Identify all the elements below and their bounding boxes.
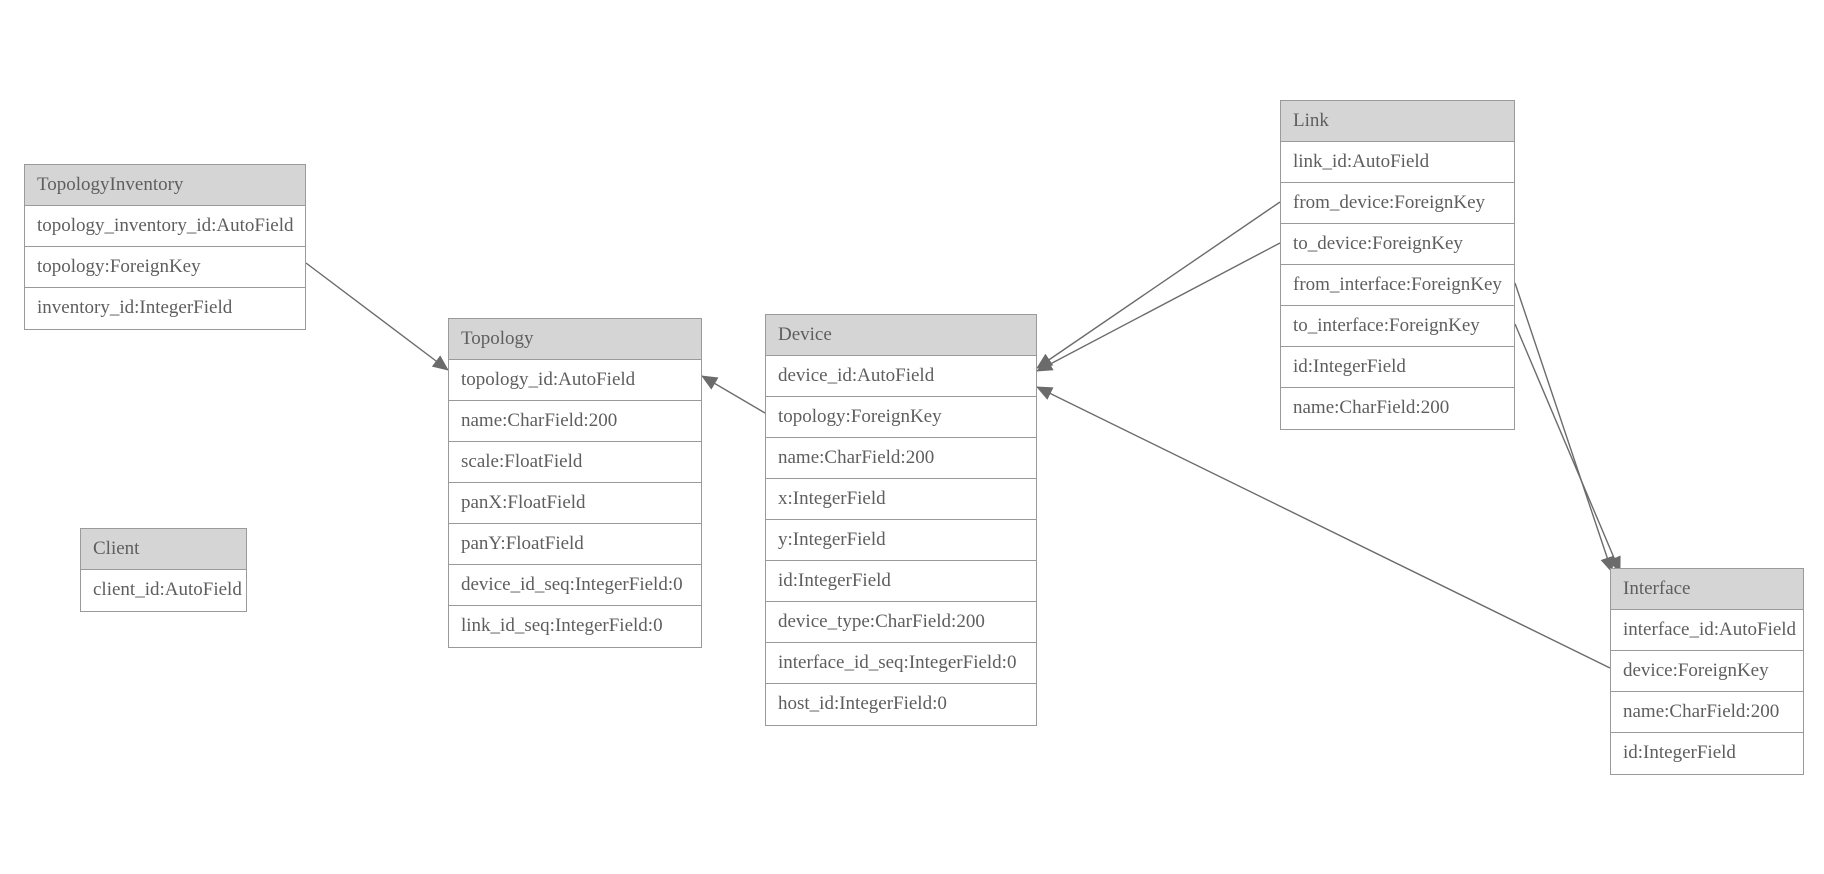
edge-link-from-interface: [1514, 282, 1614, 573]
entity-field: device_id_seq:IntegerField:0: [449, 565, 701, 606]
entity-field: name:CharField:200: [449, 401, 701, 442]
entity-title-interface: Interface: [1611, 569, 1803, 610]
edge-link-to-device: [1036, 242, 1281, 372]
edge-link-to-interface: [1514, 323, 1621, 573]
entity-field: name:CharField:200: [766, 438, 1036, 479]
entity-field: inventory_id:IntegerField: [25, 288, 305, 329]
entity-title-topology_inventory: TopologyInventory: [25, 165, 305, 206]
entity-field: topology_id:AutoField: [449, 360, 701, 401]
edge-topologyinventory-topology: [305, 262, 449, 371]
entity-field: device_id:AutoField: [766, 356, 1036, 397]
entity-field: interface_id:AutoField: [1611, 610, 1803, 651]
entity-field: scale:FloatField: [449, 442, 701, 483]
entity-field: name:CharField:200: [1611, 692, 1803, 733]
entity-title-client: Client: [81, 529, 246, 570]
entity-field: from_interface:ForeignKey: [1281, 265, 1514, 306]
entity-field: panX:FloatField: [449, 483, 701, 524]
entity-field: device_type:CharField:200: [766, 602, 1036, 643]
entity-field: interface_id_seq:IntegerField:0: [766, 643, 1036, 684]
entity-field: link_id:AutoField: [1281, 142, 1514, 183]
entity-title-device: Device: [766, 315, 1036, 356]
entity-field: id:IntegerField: [766, 561, 1036, 602]
entity-field: id:IntegerField: [1611, 733, 1803, 774]
entity-field: from_device:ForeignKey: [1281, 183, 1514, 224]
entity-field: name:CharField:200: [1281, 388, 1514, 429]
edge-device-topology: [701, 375, 766, 414]
entity-field: to_interface:ForeignKey: [1281, 306, 1514, 347]
entity-field: panY:FloatField: [449, 524, 701, 565]
entity-title-link: Link: [1281, 101, 1514, 142]
entity-field: id:IntegerField: [1281, 347, 1514, 388]
entity-field: x:IntegerField: [766, 479, 1036, 520]
entity-field: host_id:IntegerField:0: [766, 684, 1036, 725]
entity-title-topology: Topology: [449, 319, 701, 360]
entity-field: topology:ForeignKey: [25, 247, 305, 288]
entity-field: to_device:ForeignKey: [1281, 224, 1514, 265]
entity-field: topology_inventory_id:AutoField: [25, 206, 305, 247]
entity-field: device:ForeignKey: [1611, 651, 1803, 692]
entity-field: client_id:AutoField: [81, 570, 246, 611]
edge-link-from-device: [1036, 201, 1281, 369]
entity-field: topology:ForeignKey: [766, 397, 1036, 438]
entity-field: link_id_seq:IntegerField:0: [449, 606, 701, 647]
entity-field: y:IntegerField: [766, 520, 1036, 561]
